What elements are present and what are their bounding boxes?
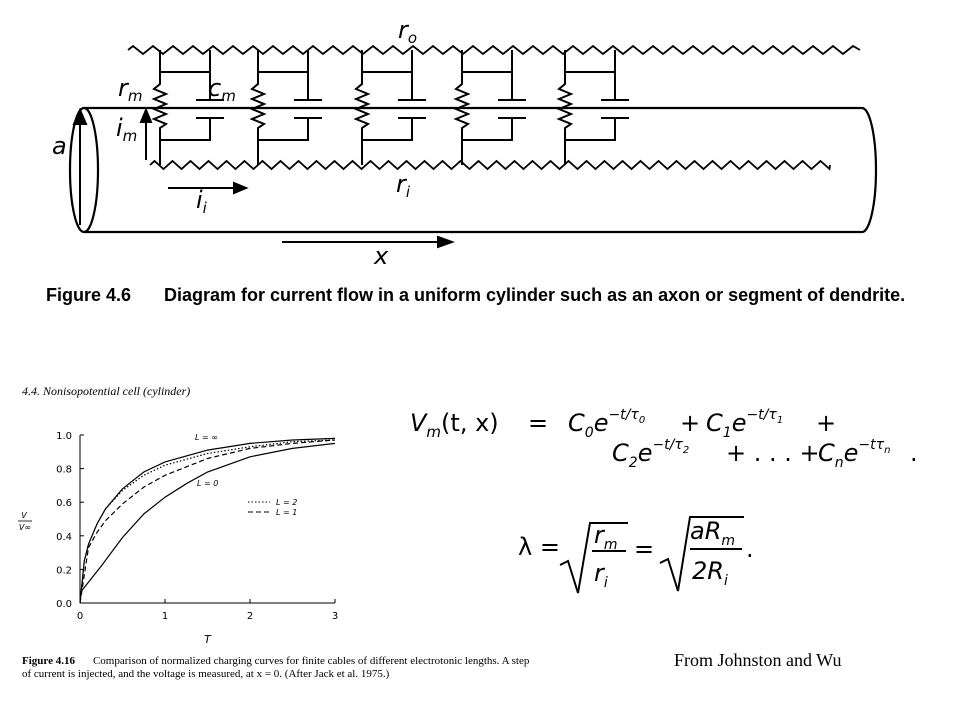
equations: Vm(t, x) = C0e−t/τ0 + C1e−t/τ1 + C2e−t/τ… bbox=[410, 407, 918, 594]
y-tick-label: 0.8 bbox=[56, 465, 72, 476]
membrane-unit bbox=[453, 50, 526, 165]
cylinder-left-end bbox=[68, 106, 100, 234]
eq-lambda-num-2: aRm bbox=[690, 517, 735, 549]
eq-vm-lhs: Vm(t, x) bbox=[410, 409, 499, 441]
label-ri: ri bbox=[396, 170, 411, 201]
figure-4-6-caption: Figure 4.6 Diagram for current flow in a … bbox=[46, 284, 906, 306]
x-axis-label: T bbox=[204, 633, 212, 646]
figure-4-16-text: Comparison of normalized charging curves… bbox=[22, 655, 530, 680]
eq-term-n: Cne−tτn bbox=[818, 437, 890, 471]
membrane-unit bbox=[151, 50, 224, 165]
label-x: x bbox=[373, 242, 389, 270]
y-tick-label: 0.6 bbox=[56, 498, 72, 509]
label-ro: ro bbox=[398, 16, 417, 47]
eq-equals: = bbox=[528, 409, 548, 437]
outer-resistor-ro bbox=[127, 44, 861, 56]
series-l0 bbox=[79, 442, 336, 594]
eq-lambda-num-1: rm bbox=[594, 521, 618, 553]
eq-term-0: C0e−t/τ0 bbox=[568, 407, 645, 441]
label-cm: cm bbox=[208, 74, 236, 105]
eq-period-2: . bbox=[746, 535, 754, 563]
y-tick-label: 0.0 bbox=[56, 599, 72, 610]
figure-4-6-text: Diagram for current flow in a uniform cy… bbox=[164, 285, 906, 305]
cylinder-right-end bbox=[861, 106, 878, 234]
chart-section-header: 4.4. Nonisopotential cell (cylinder) bbox=[22, 384, 191, 398]
membrane-unit bbox=[353, 50, 426, 165]
figure-4-16-number: Figure 4.16 bbox=[22, 655, 75, 667]
legend-l-2: L = 2 bbox=[276, 498, 297, 507]
x-tick-label: 2 bbox=[247, 611, 253, 622]
charging-curves-chart: 0.0 0.2 0.4 0.6 0.8 1.0 0 1 2 3T V V∞ L = ∞ L = 0 L = … bbox=[18, 431, 338, 646]
figure-4-6-number: Figure 4.6 bbox=[46, 285, 132, 305]
eq-lambda-den-1: ri bbox=[594, 559, 608, 591]
x-tick-label: 3 bbox=[332, 611, 338, 622]
inner-resistor-ri bbox=[149, 159, 831, 171]
eq-lambda: λ = bbox=[518, 533, 560, 561]
membrane-unit bbox=[249, 50, 322, 165]
x-tick-label: 1 bbox=[162, 611, 168, 622]
y-tick-label: 0.4 bbox=[56, 532, 72, 543]
eq-dots: + . . . + bbox=[726, 439, 820, 467]
x-tick-label: 0 bbox=[77, 611, 83, 622]
sqrt-sign-2 bbox=[659, 516, 744, 592]
y-axis-label-den: V∞ bbox=[19, 523, 31, 532]
cable-diagram: ro rm cm im a ri ii x bbox=[52, 16, 878, 270]
legend-l-1: L = 1 bbox=[276, 508, 297, 517]
series-l bbox=[79, 437, 336, 604]
sqrt-sign-1 bbox=[559, 522, 628, 594]
y-axis-label-num: V bbox=[21, 511, 27, 520]
eq-period-1: . bbox=[910, 439, 918, 467]
source-credit: From Johnston and Wu bbox=[674, 650, 842, 670]
annotation-l-0: L = 0 bbox=[197, 479, 218, 488]
label-rm: rm bbox=[118, 74, 143, 105]
label-a: a bbox=[52, 132, 67, 160]
series-l1 bbox=[79, 439, 336, 604]
membrane-unit bbox=[556, 50, 629, 165]
label-ii: ii bbox=[196, 186, 208, 217]
y-tick-label: 1.0 bbox=[56, 431, 72, 442]
annotation-l-inf: L = ∞ bbox=[195, 433, 218, 442]
eq-term-2: C2e−t/τ2 bbox=[612, 437, 689, 471]
label-im: im bbox=[116, 114, 137, 145]
series-l2 bbox=[79, 439, 336, 604]
y-tick-label: 0.2 bbox=[56, 565, 72, 576]
eq-plus-1: + bbox=[680, 409, 700, 437]
eq-term-1: C1e−t/τ1 bbox=[706, 407, 783, 441]
eq-lambda-den-2: 2Ri bbox=[692, 557, 728, 589]
eq-equals-2: = bbox=[634, 535, 654, 563]
eq-plus-2: + bbox=[816, 409, 836, 437]
